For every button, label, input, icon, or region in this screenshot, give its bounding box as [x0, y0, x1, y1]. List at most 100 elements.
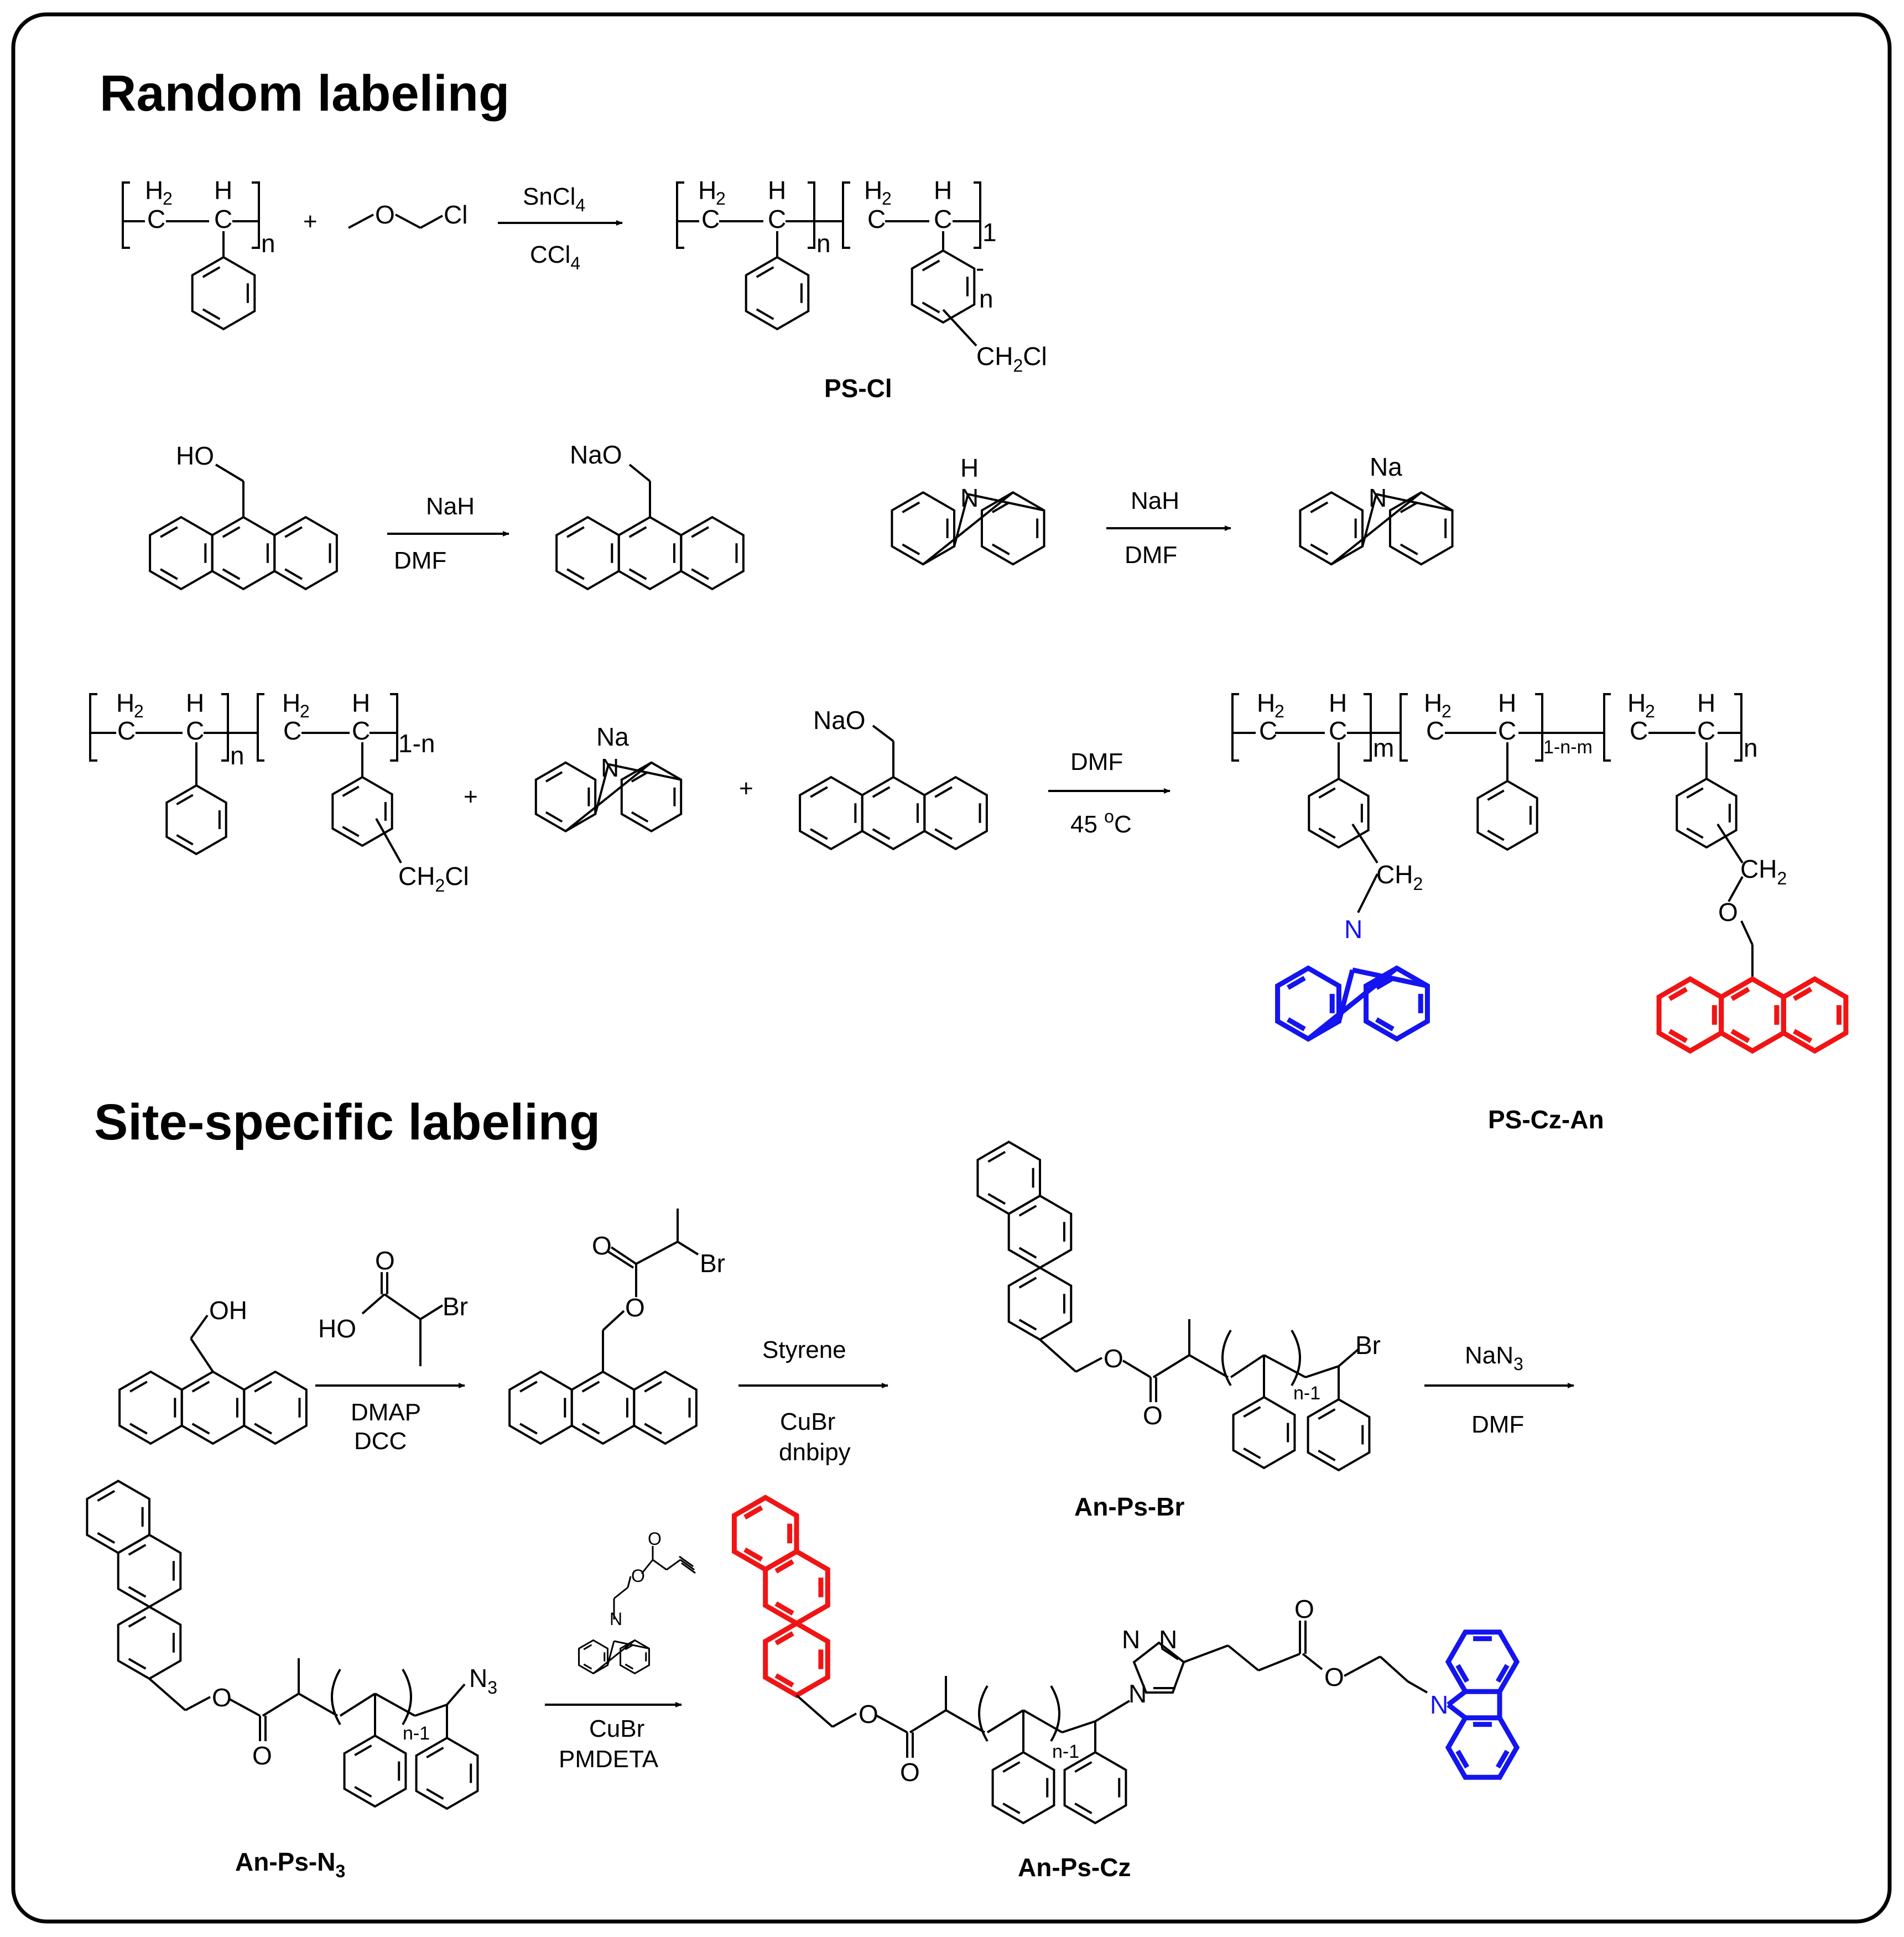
hydroxyl-label: HO — [176, 441, 214, 470]
aromatic-bond — [1074, 1761, 1093, 1773]
svg-text:n-1: n-1 — [403, 1723, 430, 1744]
aromatic-bond — [1310, 543, 1329, 555]
five-ring-bond — [967, 493, 1044, 512]
aromatic-bond — [774, 1673, 794, 1688]
ps-cz-an-backbone — [1231, 693, 1754, 979]
aromatic-bond — [1487, 789, 1505, 801]
ring-bond — [633, 1370, 698, 1445]
carbazole-label-blue — [1275, 965, 1430, 1042]
svg-text:n: n — [979, 284, 993, 313]
aromatic-bond — [743, 1547, 763, 1562]
aromatic-bond — [1686, 787, 1704, 799]
svg-text:1-n-m: 1-n-m — [1543, 737, 1593, 758]
ring-bond — [180, 1370, 246, 1445]
aromatic-bond — [202, 266, 221, 278]
aromatic-bond — [1686, 827, 1704, 839]
aromatic-bond — [1495, 1664, 1510, 1683]
svg-text:O: O — [252, 1741, 272, 1770]
reagent-dnbipy: dnbipy — [779, 1439, 851, 1466]
plus-sign: + — [303, 208, 318, 235]
aromatic-bond — [128, 1616, 147, 1628]
svg-text:CH2: CH2 — [1740, 855, 1787, 888]
aromatic-bond — [691, 526, 709, 538]
aromatic-bond — [1018, 1277, 1037, 1289]
aromatic-bond — [222, 568, 241, 580]
aromatic-bond — [934, 786, 953, 798]
aromatic-bond — [644, 1423, 662, 1435]
ring-bond — [1007, 1266, 1073, 1341]
svg-text:n-1: n-1 — [1052, 1741, 1079, 1762]
five-ring-bond — [565, 762, 652, 832]
aromatic-bond — [774, 1601, 794, 1616]
aromatic-bond — [545, 771, 563, 783]
ring-bond — [243, 1370, 308, 1445]
aromatic-bond — [625, 1663, 634, 1670]
aromatic-bond — [254, 1423, 272, 1435]
heading-site-specific-labeling: Site-specific labeling — [94, 1094, 600, 1150]
ring-bond — [1719, 976, 1786, 1054]
aromatic-bond — [191, 1381, 210, 1393]
aromatic-bond — [254, 1381, 272, 1393]
aromatic-bond — [160, 568, 178, 580]
aromatic-bond — [1243, 1447, 1261, 1459]
reagent-nah-1: NaH — [426, 493, 475, 520]
an-ps-cz-chain — [795, 1621, 1428, 1825]
aromatic-bond — [128, 1544, 147, 1556]
ring-bond — [1676, 777, 1737, 849]
aromatic-bond — [628, 526, 647, 538]
svg-text:O: O — [1294, 1595, 1314, 1623]
svg-text:2: 2 — [1442, 701, 1452, 721]
polystyrene-repeat-unit-text: C H2 C H n — [145, 176, 275, 258]
svg-text:n: n — [816, 229, 831, 258]
aromatic-bond — [581, 1381, 600, 1393]
five-ring-bond — [1376, 493, 1453, 512]
aromatic-bond — [1730, 987, 1750, 1001]
aromatic-bond — [1018, 1205, 1037, 1217]
reactant-alkoxide-label: NaO — [813, 706, 866, 735]
aromatic-bond — [426, 1747, 444, 1759]
reagent-ccl4: CCl4 — [530, 241, 580, 273]
acid-hydroxyl: HO — [318, 1314, 356, 1343]
five-ring-bond — [922, 491, 1014, 565]
aromatic-bond — [1400, 501, 1418, 513]
svg-text:H: H — [698, 176, 716, 205]
ring-bond — [1476, 779, 1538, 851]
reagent-dmf-1: DMF — [394, 547, 446, 574]
five-ring-bond — [608, 763, 682, 781]
svg-text:CH2: CH2 — [1376, 860, 1423, 894]
reactant-carbazole-na: Na — [596, 722, 629, 751]
ring-bond — [976, 1141, 1041, 1215]
aromatic-bond — [1018, 1247, 1037, 1259]
svg-text:N: N — [1122, 1625, 1140, 1654]
svg-text:C: C — [867, 205, 886, 233]
five-ring-bond — [1447, 1702, 1467, 1720]
reagent-temperature: 45 oC — [1070, 806, 1132, 838]
aromatic-bond — [284, 568, 303, 580]
aromatic-bond — [774, 1559, 794, 1574]
reagent-dmf-2: DMF — [1125, 541, 1177, 569]
ether-oxygen: O — [375, 200, 395, 229]
heading-random-labeling: Random labeling — [100, 65, 509, 122]
aromatic-bond — [583, 1644, 592, 1650]
aromatic-bond — [191, 1423, 210, 1435]
svg-text:2: 2 — [163, 189, 173, 209]
svg-text:H: H — [214, 176, 232, 205]
plus-sign-2: + — [464, 783, 478, 810]
svg-text:C: C — [1259, 716, 1277, 745]
aromatic-bond — [810, 828, 828, 840]
aromatic-bond — [922, 301, 940, 314]
aromatic-bond — [97, 1490, 116, 1502]
svg-text:O: O — [1143, 1401, 1163, 1430]
carbazole-n: N — [960, 483, 979, 512]
svg-text:C: C — [283, 716, 301, 745]
sodium-anthracenemethoxide — [555, 464, 745, 591]
sodium-alkoxide-label: NaO — [570, 440, 622, 469]
svg-text:H: H — [186, 689, 204, 717]
ps-cl-reactant-text: C H2 C H n C H2 C H 1-n CH2Cl — [116, 689, 469, 895]
aromatic-bond — [1668, 1029, 1688, 1043]
ring-bond — [534, 761, 597, 833]
aromatic-bond — [987, 1193, 1006, 1205]
ring-bond — [165, 784, 227, 856]
ring-bond — [211, 516, 276, 591]
svg-text:CH2Cl: CH2Cl — [398, 862, 469, 895]
